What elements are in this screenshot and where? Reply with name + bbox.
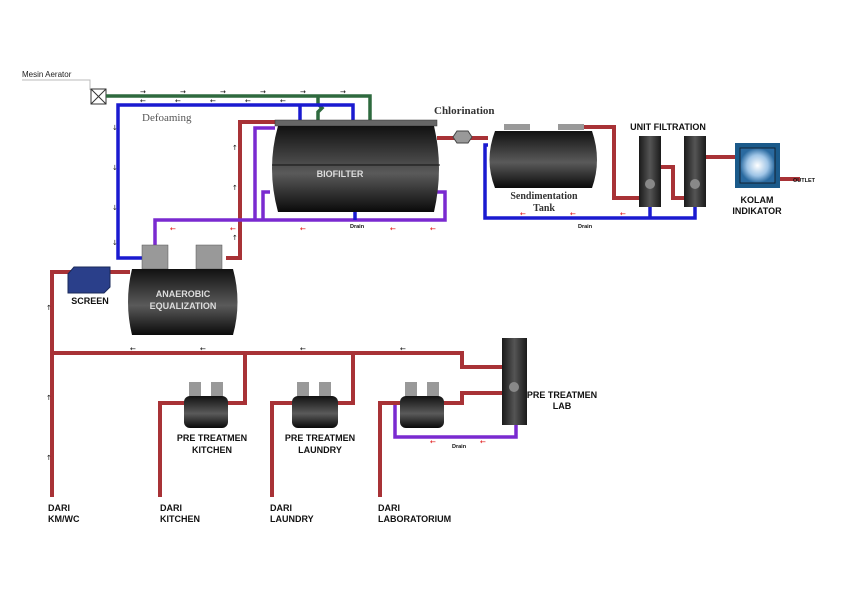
svg-text:→: → <box>180 88 186 96</box>
biofilter-label: BIOFILTER <box>317 169 364 179</box>
svg-text:←: ← <box>300 225 306 233</box>
svg-text:↑: ↑ <box>232 144 238 152</box>
svg-text:←: ← <box>210 97 216 105</box>
kolam-indikator <box>735 143 780 188</box>
svg-text:↑: ↑ <box>232 184 238 192</box>
svg-text:↓: ↓ <box>112 239 118 247</box>
svg-text:→: → <box>140 88 146 96</box>
aerator <box>22 79 107 105</box>
kolam-label-2: INDIKATOR <box>732 206 782 216</box>
drain-label: Drain <box>578 224 593 230</box>
svg-text:←: ← <box>430 225 436 233</box>
svg-text:←: ← <box>390 225 396 233</box>
svg-text:→: → <box>260 88 266 96</box>
svg-text:←: ← <box>300 345 306 353</box>
anaerobic-label-2: EQUALIZATION <box>150 301 217 311</box>
pre-laundry-label: PRE TREATMEN <box>285 433 355 443</box>
source-lab-label: DARI <box>378 503 400 513</box>
outlet-label: OUTLET <box>793 178 816 184</box>
svg-text:↑: ↑ <box>46 394 52 402</box>
pre-treatment-lab-tank <box>400 382 444 428</box>
pre-treatment-kitchen-tank <box>184 382 228 428</box>
unit-filtration-label: UNIT FILTRATION <box>630 122 706 132</box>
anaerobic-tank <box>128 244 238 335</box>
pre-treatment-lab-unit <box>502 338 527 425</box>
sedimentation-label-2: Tank <box>533 203 555 214</box>
svg-text:←: ← <box>170 225 176 233</box>
wastewater-pipes <box>50 120 800 497</box>
svg-text:←: ← <box>570 210 576 218</box>
aerator-label: Mesin Aerator <box>22 70 72 79</box>
source-laundry-label-2: LAUNDRY <box>270 514 314 524</box>
svg-text:←: ← <box>230 225 236 233</box>
pre-kitchen-label: PRE TREATMEN <box>177 433 247 443</box>
screen-unit <box>67 266 111 294</box>
svg-text:←: ← <box>430 438 436 446</box>
recirculation-pipe <box>153 126 518 439</box>
svg-text:←: ← <box>130 345 136 353</box>
drain-label: Drain <box>452 444 467 450</box>
svg-text:←: ← <box>520 210 526 218</box>
svg-text:←: ← <box>620 210 626 218</box>
svg-text:←: ← <box>280 97 286 105</box>
svg-text:↑: ↑ <box>232 234 238 242</box>
biofilter-tank <box>272 119 440 212</box>
svg-text:↓: ↓ <box>112 204 118 212</box>
drain-label: Drain <box>350 224 365 230</box>
svg-text:→: → <box>220 88 226 96</box>
pre-kitchen-label-2: KITCHEN <box>192 445 232 455</box>
sedimentation-label: Sendimentation <box>510 191 578 202</box>
svg-text:↓: ↓ <box>112 124 118 132</box>
svg-text:↑: ↑ <box>46 454 52 462</box>
anaerobic-label: ANAEROBIC <box>156 289 211 299</box>
svg-text:←: ← <box>200 345 206 353</box>
svg-text:←: ← <box>245 97 251 105</box>
pre-lab-label-2: LAB <box>553 401 572 411</box>
svg-text:←: ← <box>175 97 181 105</box>
svg-text:→: → <box>300 88 306 96</box>
pre-treatment-laundry-tank <box>292 382 338 428</box>
source-kitchen-label: DARI <box>160 503 182 513</box>
svg-text:→: → <box>340 88 346 96</box>
svg-text:←: ← <box>480 438 486 446</box>
pre-laundry-label-2: LAUNDRY <box>298 445 342 455</box>
chlorination-label: Chlorination <box>434 105 495 117</box>
svg-text:↓: ↓ <box>112 164 118 172</box>
sedimentation-tank <box>489 124 597 188</box>
defoaming-pipe <box>116 103 355 260</box>
svg-text:↑: ↑ <box>46 304 52 312</box>
source-kitchen-label-2: KITCHEN <box>160 514 200 524</box>
svg-text:←: ← <box>140 97 146 105</box>
pre-lab-label: PRE TREATMEN <box>527 390 597 400</box>
flow-arrows: → → → → → → ← ← ← ← ← ↓ ↓ ↓ ↓ ↑ ↑ ↑ ← ← ← ← ← ← ← ← ↑ ↑ ↑ ← ← ← ←… <box>46 88 626 462</box>
defoaming-label: Defoaming <box>142 112 192 124</box>
source-kmwc-label-2: KM/WC <box>48 514 80 524</box>
air-pipe <box>106 94 372 122</box>
kolam-label: KOLAM <box>741 195 774 205</box>
source-laundry-label: DARI <box>270 503 292 513</box>
source-lab-label-2: LABORATORIUM <box>378 514 451 524</box>
source-kmwc-label: DARI <box>48 503 70 513</box>
screen-label: SCREEN <box>71 296 109 306</box>
filtration-units <box>639 136 706 207</box>
chlorinator <box>452 130 473 144</box>
svg-text:←: ← <box>400 345 406 353</box>
